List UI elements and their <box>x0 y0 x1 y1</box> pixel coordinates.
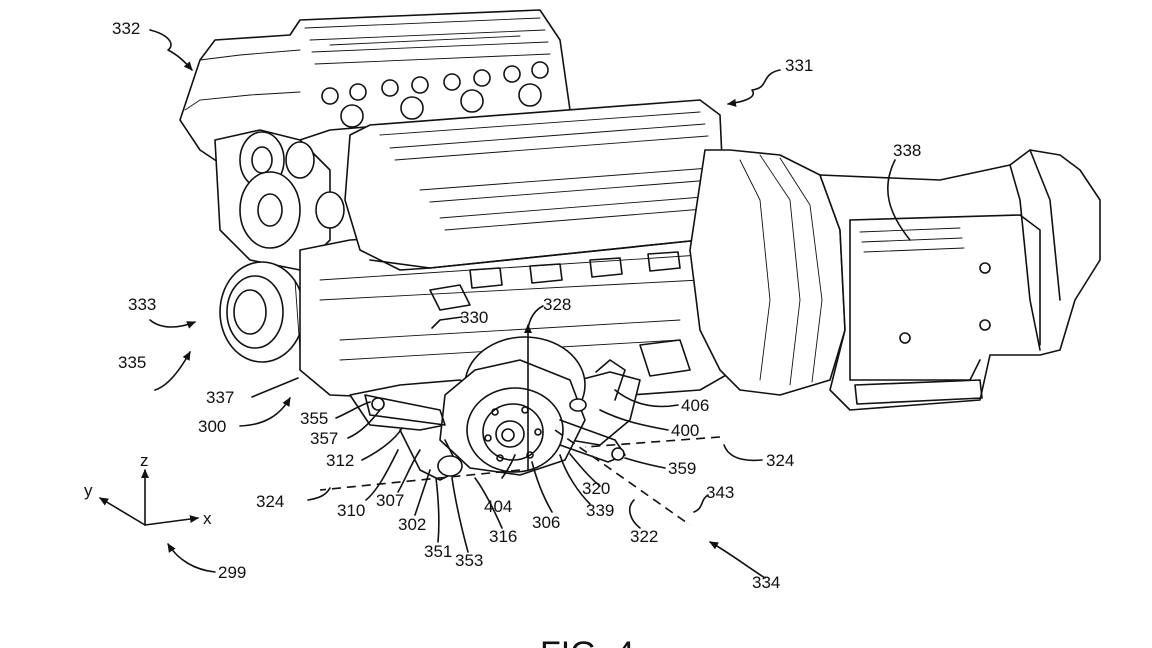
coordinate-axes: z x y 299 <box>84 451 246 582</box>
label-338: 338 <box>893 141 921 160</box>
label-335: 335 <box>118 353 146 372</box>
label-353: 353 <box>455 551 483 570</box>
label-331: 331 <box>785 56 813 75</box>
axis-z-label: z <box>140 451 149 470</box>
pulley-assembly <box>214 129 345 363</box>
label-307: 307 <box>376 491 404 510</box>
label-334: 334 <box>752 573 780 592</box>
label-359: 359 <box>668 459 696 478</box>
label-400: 400 <box>671 421 699 440</box>
label-343: 343 <box>706 483 734 502</box>
label-300: 300 <box>198 417 226 436</box>
bellhousing <box>689 149 846 396</box>
label-320: 320 <box>582 479 610 498</box>
axis-x-label: x <box>203 509 212 528</box>
label-404: 404 <box>484 497 512 516</box>
rear-valve-cover <box>179 9 571 171</box>
transmission <box>819 149 1101 411</box>
label-324-left: 324 <box>256 492 284 511</box>
label-339: 339 <box>586 501 614 520</box>
electric-machine-mount <box>349 336 641 481</box>
label-333: 333 <box>128 295 156 314</box>
figure-caption: FIG. 4 <box>540 635 634 648</box>
label-357: 357 <box>310 429 338 448</box>
label-310: 310 <box>337 501 365 520</box>
label-306: 306 <box>532 513 560 532</box>
reference-labels: 332 331 338 333 335 337 300 330 328 355 … <box>112 19 921 592</box>
label-332: 332 <box>112 19 140 38</box>
label-322: 322 <box>630 527 658 546</box>
label-312: 312 <box>326 451 354 470</box>
label-337: 337 <box>206 388 234 407</box>
label-302: 302 <box>398 515 426 534</box>
axis-y-label: y <box>84 481 93 500</box>
label-351: 351 <box>424 542 452 561</box>
front-valve-cover <box>344 99 726 289</box>
label-324-right: 324 <box>766 451 794 470</box>
label-355: 355 <box>300 409 328 428</box>
label-299: 299 <box>218 563 246 582</box>
label-406: 406 <box>681 396 709 415</box>
machine-axes <box>319 324 721 526</box>
label-330: 330 <box>460 308 488 327</box>
label-316: 316 <box>489 527 517 546</box>
leader-lines <box>149 29 911 579</box>
label-328: 328 <box>543 295 571 314</box>
